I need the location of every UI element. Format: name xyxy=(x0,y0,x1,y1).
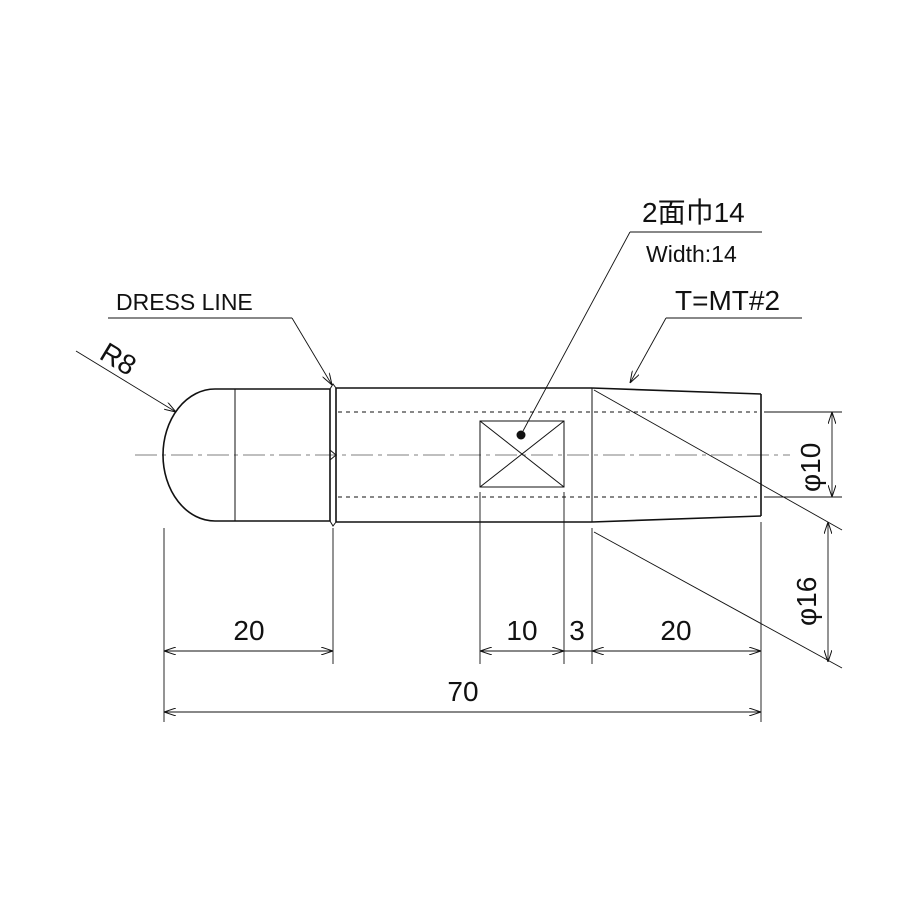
flats-label-en: Width:14 xyxy=(646,241,737,267)
dress-line-label: DRESS LINE xyxy=(116,289,253,315)
flats-leader-dot xyxy=(516,430,526,440)
phi16-label: φ16 xyxy=(791,577,822,626)
flats-callout: 2面巾14 Width:14 xyxy=(516,197,762,440)
dim-flat-10: 10 xyxy=(480,615,564,651)
phi10-dimension: φ10 xyxy=(764,411,842,498)
part-outline xyxy=(162,383,762,527)
radius-label: R8 xyxy=(95,337,142,382)
phi16-dimension: φ16 xyxy=(593,389,843,669)
nose-dome xyxy=(162,388,235,522)
phi10-label: φ10 xyxy=(795,443,826,492)
dim-gap-3: 3 xyxy=(564,615,592,652)
taper-top xyxy=(591,387,762,395)
extension-lines xyxy=(163,492,762,722)
dim-flat-label: 10 xyxy=(506,615,537,646)
dim-gap-label: 3 xyxy=(569,615,585,646)
taper-label: T=MT#2 xyxy=(675,285,780,316)
dress-line-callout: DRESS LINE xyxy=(108,289,332,385)
dim-taper-label: 20 xyxy=(660,615,691,646)
flats-label-jp: 2面巾14 xyxy=(642,197,745,228)
dim-head-20: 20 xyxy=(164,615,333,651)
dim-head-label: 20 xyxy=(233,615,264,646)
dim-total-label: 70 xyxy=(447,676,478,707)
dim-taper-20: 20 xyxy=(592,615,761,651)
dim-total-70: 70 xyxy=(164,676,761,712)
wrench-flat xyxy=(479,420,565,488)
radius-callout: R8 xyxy=(75,337,176,412)
taper-callout: T=MT#2 xyxy=(630,285,802,383)
taper-bottom xyxy=(591,515,762,523)
